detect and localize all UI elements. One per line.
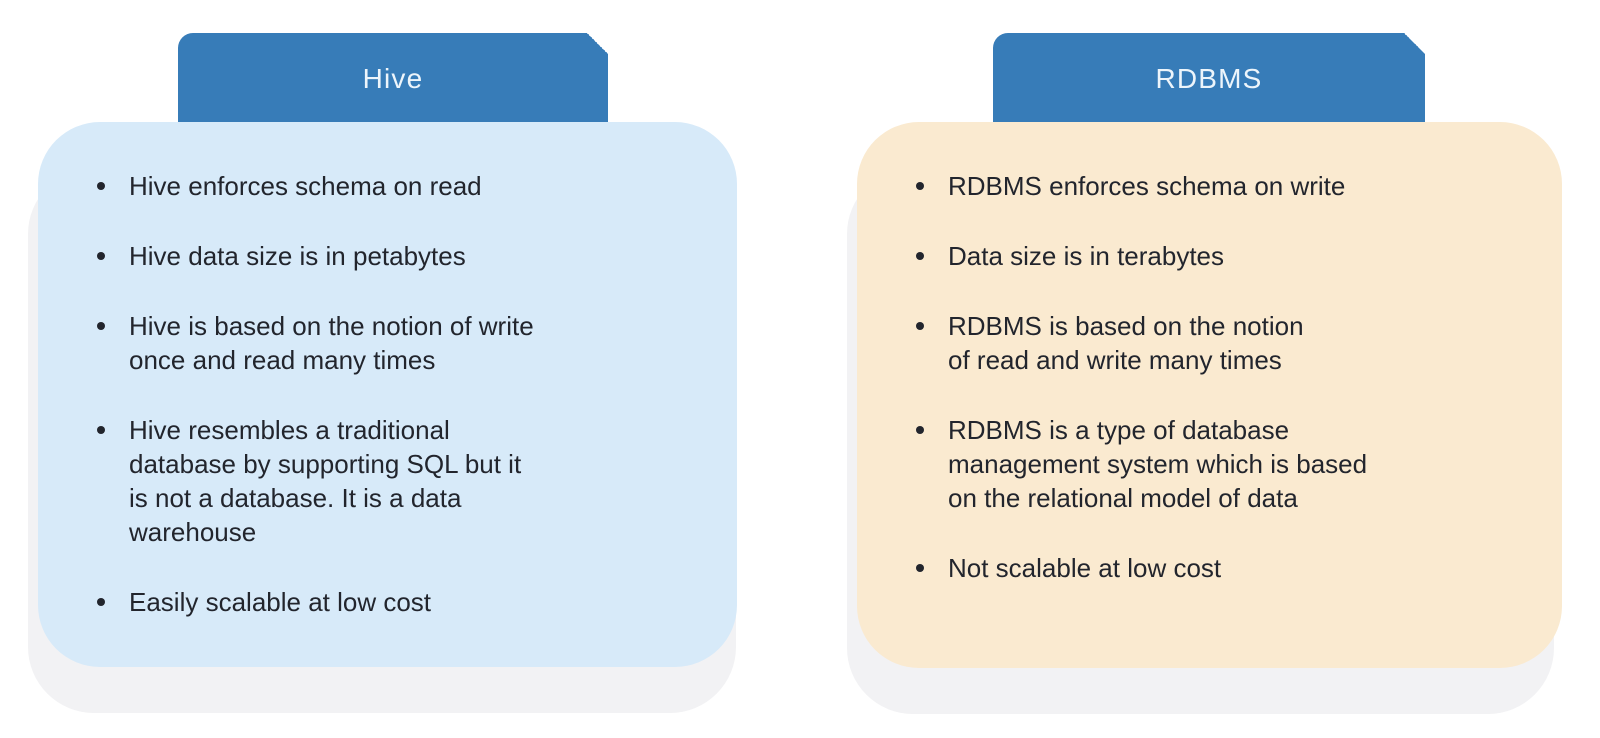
list-item-text: RDBMS enforces schema on write <box>948 171 1346 201</box>
list-item-text: RDBMS is based on the notion of read and… <box>948 311 1304 375</box>
list-item: Hive enforces schema on read <box>97 169 703 203</box>
list-item: Hive is based on the notion of write onc… <box>97 309 703 377</box>
bullet-icon <box>916 322 924 330</box>
list-item: Hive data size is in petabytes <box>97 239 703 273</box>
bullet-icon <box>916 252 924 260</box>
bullet-icon <box>916 564 924 572</box>
list-item: RDBMS is based on the notion of read and… <box>916 309 1528 377</box>
bullet-icon <box>97 252 105 260</box>
hive-title: Hive <box>362 62 424 94</box>
list-item-text: Hive enforces schema on read <box>129 171 482 201</box>
bullet-icon <box>916 182 924 190</box>
bullet-icon <box>97 182 105 190</box>
list-item-text: Not scalable at low cost <box>948 553 1222 583</box>
list-item: Hive resembles a traditional database by… <box>97 413 703 549</box>
list-item: Easily scalable at low cost <box>97 585 703 619</box>
folded-corner-icon <box>1404 33 1425 54</box>
list-item-text: Data size is in terabytes <box>948 241 1225 271</box>
rdbms-header-tab: RDBMS <box>993 33 1425 124</box>
hive-header-tab: Hive <box>178 33 608 124</box>
bullet-icon <box>916 426 924 434</box>
bullet-icon <box>97 322 105 330</box>
list-item: Data size is in terabytes <box>916 239 1528 273</box>
hive-card: Hive enforces schema on read Hive data s… <box>38 122 737 667</box>
list-item-text: RDBMS is a type of database management s… <box>948 415 1368 513</box>
bullet-icon <box>97 598 105 606</box>
rdbms-title: RDBMS <box>1155 62 1263 94</box>
list-item-text: Hive resembles a traditional database by… <box>129 415 522 547</box>
list-item: Not scalable at low cost <box>916 551 1528 585</box>
rdbms-feature-list: RDBMS enforces schema on write Data size… <box>857 122 1562 585</box>
list-item-text: Hive is based on the notion of write onc… <box>129 311 534 375</box>
hive-feature-list: Hive enforces schema on read Hive data s… <box>38 122 737 619</box>
bullet-icon <box>97 426 105 434</box>
list-item-text: Easily scalable at low cost <box>129 587 432 617</box>
list-item: RDBMS enforces schema on write <box>916 169 1528 203</box>
rdbms-card: RDBMS enforces schema on write Data size… <box>857 122 1562 668</box>
list-item-text: Hive data size is in petabytes <box>129 241 466 271</box>
folded-corner-icon <box>587 33 608 54</box>
list-item: RDBMS is a type of database management s… <box>916 413 1528 515</box>
